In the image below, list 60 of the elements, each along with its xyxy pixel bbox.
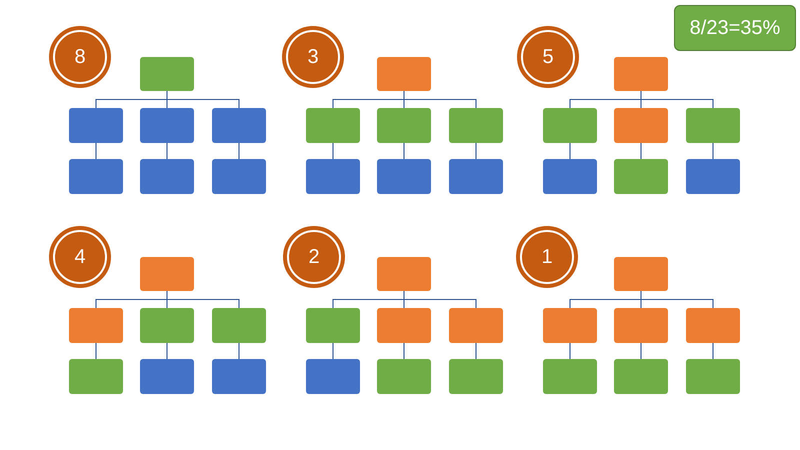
org-chart-box <box>140 257 194 291</box>
count-number: 2 <box>308 245 320 270</box>
org-chart-box <box>140 308 194 343</box>
org-chart-box <box>686 159 740 194</box>
org-chart-box <box>377 57 431 91</box>
org-chart-box <box>377 359 431 394</box>
org-chart-box <box>449 308 503 343</box>
org-chart-box <box>69 159 123 194</box>
org-chart-box <box>449 159 503 194</box>
score-plaque <box>674 5 796 51</box>
org-chart-box <box>614 257 668 291</box>
count-number: 8 <box>74 45 86 70</box>
count-number: 3 <box>307 45 319 70</box>
org-chart-box <box>543 159 597 194</box>
org-chart-box <box>306 108 360 143</box>
connector-line <box>332 342 334 360</box>
org-chart-box <box>543 359 597 394</box>
org-chart-box <box>543 308 597 343</box>
org-chart-box <box>69 108 123 143</box>
org-chart-box <box>686 308 740 343</box>
org-chart-box <box>69 359 123 394</box>
connector-line <box>238 142 240 160</box>
org-chart-box <box>614 108 668 143</box>
count-number: 5 <box>542 45 554 70</box>
connector-line <box>166 342 168 360</box>
connector-line <box>332 142 334 160</box>
org-chart-box <box>140 57 194 91</box>
org-chart-box <box>377 308 431 343</box>
org-chart-box <box>449 108 503 143</box>
org-chart-box <box>212 159 266 194</box>
org-chart-box <box>377 257 431 291</box>
org-chart-box <box>614 57 668 91</box>
org-chart-box <box>543 108 597 143</box>
org-chart-box <box>212 108 266 143</box>
connector-line <box>640 142 642 160</box>
org-chart-box <box>212 308 266 343</box>
connector-line <box>712 142 714 160</box>
connector-line <box>712 342 714 360</box>
org-chart-box <box>614 159 668 194</box>
org-chart-box <box>377 159 431 194</box>
org-chart-box <box>614 359 668 394</box>
connector-line <box>640 342 642 360</box>
score-text: 8/23=35% <box>690 16 780 41</box>
org-chart-box <box>306 159 360 194</box>
org-chart-box <box>140 159 194 194</box>
org-chart-box <box>306 359 360 394</box>
count-number: 1 <box>541 245 553 270</box>
connector-line <box>238 342 240 360</box>
org-chart-box <box>306 308 360 343</box>
org-chart-box <box>449 359 503 394</box>
org-chart-box <box>686 359 740 394</box>
org-chart-box <box>614 308 668 343</box>
org-chart-box <box>140 359 194 394</box>
org-chart-box <box>140 108 194 143</box>
org-chart-box <box>212 359 266 394</box>
org-chart-box <box>686 108 740 143</box>
org-chart-box <box>69 308 123 343</box>
connector-line <box>166 142 168 160</box>
count-number: 4 <box>74 245 86 270</box>
org-chart-box <box>377 108 431 143</box>
